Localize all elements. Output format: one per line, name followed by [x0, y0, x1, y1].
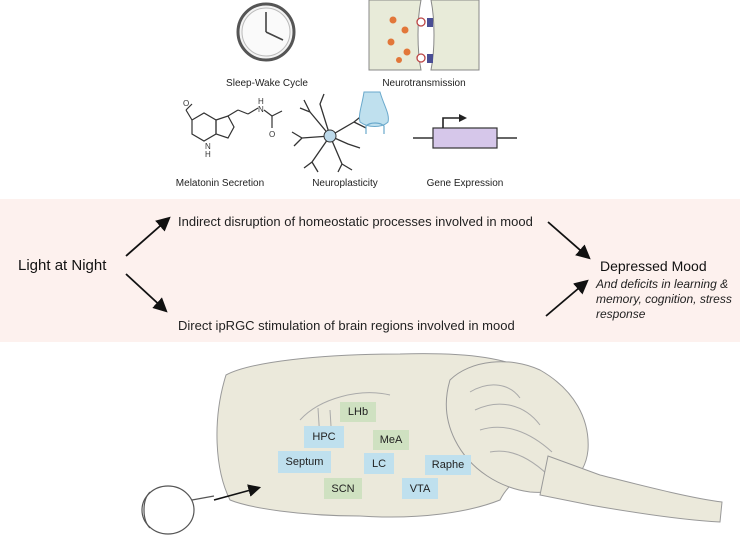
neurotransmission-caption: Neurotransmission: [382, 78, 466, 89]
methoxy-o-label: O: [183, 99, 189, 108]
synapse-icon: [368, 0, 480, 71]
melatonin-molecule-icon: O H N H N O: [183, 97, 283, 159]
clock-icon: [236, 2, 296, 62]
indole-n-label: N: [205, 142, 211, 151]
eye-to-brain-arrow: [213, 484, 262, 501]
neuroplasticity-caption: Neuroplasticity: [312, 178, 378, 189]
region-lhb: LHb: [340, 402, 376, 422]
region-lc: LC: [364, 453, 394, 474]
region-vta: VTA: [402, 478, 438, 499]
region-raphe: Raphe: [425, 455, 471, 475]
flow-band: [0, 199, 740, 342]
gene-icon: [413, 114, 517, 149]
light-at-night-label: Light at Night: [18, 257, 107, 274]
neuron-icon: [291, 91, 389, 173]
depressed-mood-title: Depressed Mood: [600, 258, 707, 274]
region-scn: SCN: [324, 478, 362, 499]
region-septum: Septum: [278, 451, 331, 473]
region-mea: MeA: [373, 430, 409, 450]
depressed-mood-detail: And deficits in learning & memory, cogni…: [596, 277, 732, 321]
region-hpc: HPC: [304, 426, 344, 448]
melatonin-caption: Melatonin Secretion: [175, 178, 265, 189]
eye-icon: [141, 485, 215, 535]
indole-h-label: H: [205, 150, 211, 159]
carbonyl-o-label: O: [269, 130, 275, 139]
gene-expression-caption: Gene Expression: [426, 178, 504, 189]
direct-pathway-label: Direct ipRGC stimulation of brain region…: [178, 318, 515, 333]
amide-n-label: N: [258, 105, 264, 114]
indirect-pathway-label: Indirect disruption of homeostatic proce…: [178, 214, 533, 229]
amide-h-label: H: [258, 97, 264, 106]
sleep-wake-caption: Sleep-Wake Cycle: [226, 78, 308, 89]
